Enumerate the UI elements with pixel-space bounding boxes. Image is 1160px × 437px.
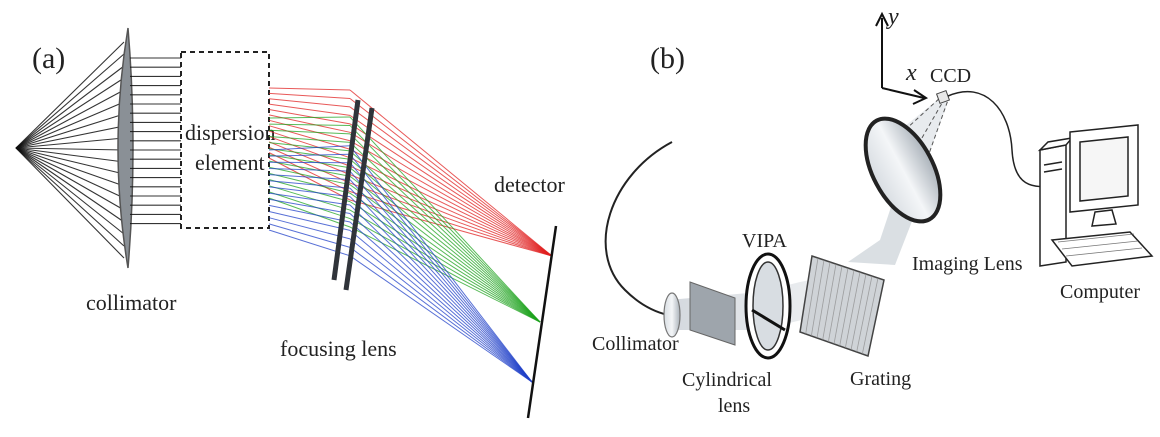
panel-b-tag: (b) — [650, 42, 685, 75]
panel-b: (b) — [592, 4, 1152, 417]
dispersion-label: dispersion — [185, 120, 275, 145]
cylindrical-lens-label: lens — [718, 395, 750, 417]
focused-ray — [350, 176, 540, 322]
collimator-label: collimator — [86, 290, 177, 315]
ccd-label: CCD — [930, 65, 971, 87]
computer — [1040, 125, 1152, 266]
collimator — [664, 293, 680, 337]
grating-label: Grating — [850, 368, 911, 390]
vipa-label: VIPA — [742, 230, 787, 252]
detector-label: detector — [494, 172, 566, 197]
grating — [800, 256, 884, 356]
source-ray — [16, 102, 124, 148]
source-ray — [16, 148, 124, 246]
source-ray — [16, 148, 124, 222]
y-axis-label: y — [886, 4, 899, 30]
x-axis-label: x — [905, 60, 917, 86]
source-ray — [16, 148, 124, 210]
focused-ray — [350, 125, 540, 322]
imaging-lens-label: Imaging Lens — [912, 253, 1023, 275]
optical-fiber — [606, 142, 672, 315]
dispersed-ray — [269, 154, 350, 156]
dispersed-ray — [269, 198, 350, 227]
panel-a: (a) dispersion element collimator focusi… — [16, 28, 566, 418]
cylindrical-lens — [690, 282, 735, 345]
cylindrical-label: Cylindrical — [682, 369, 772, 391]
dispersed-ray — [269, 93, 350, 98]
panel-a-tag: (a) — [32, 42, 65, 75]
focusing-lens-label: focusing lens — [280, 336, 397, 361]
collimator-b-label: Collimator — [592, 333, 679, 355]
dispersed-ray — [269, 205, 350, 222]
imaging-lens — [850, 106, 956, 233]
focused-ray — [350, 141, 552, 256]
collimated-rays — [130, 58, 181, 224]
source-ray — [16, 148, 124, 186]
source-ray — [16, 148, 124, 258]
vipa — [746, 254, 790, 358]
focused-ray — [350, 149, 552, 256]
element-label: element — [195, 150, 265, 175]
focused-ray — [350, 256, 532, 382]
dispersed-ray — [269, 147, 350, 183]
computer-label: Computer — [1060, 281, 1140, 303]
dispersed-ray — [269, 124, 350, 125]
coordinate-axes — [876, 14, 926, 104]
collimator-lens — [118, 28, 133, 268]
source-ray — [16, 66, 124, 148]
dispersed-ray — [269, 88, 350, 90]
detector-plane — [528, 226, 556, 418]
